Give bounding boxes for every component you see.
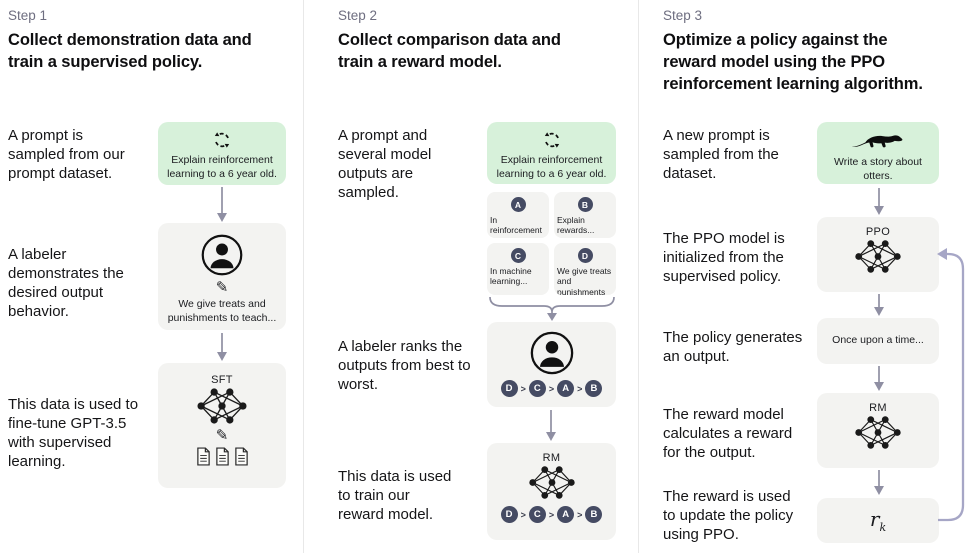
output-cards: A In reinforcement learning, the agent i…: [487, 192, 616, 295]
step1-label: Step 1: [8, 8, 48, 23]
step3-rm-box: RM: [817, 393, 939, 468]
step1-prompt-box: Explain reinforcement learning to a 6 ye…: [158, 122, 286, 185]
arrow-down: [217, 187, 227, 222]
output-text: Explain rewards...: [557, 215, 595, 236]
document-icon: [234, 447, 248, 466]
prompt-text: Explain reinforcement learning to a 6 ye…: [496, 154, 607, 180]
cycle-icon: [544, 132, 559, 148]
reward-value: rk: [870, 507, 886, 534]
otter-icon: [851, 135, 903, 148]
document-icon: [215, 447, 229, 466]
letter-badge: D: [577, 248, 593, 263]
cycle-icon: [214, 132, 230, 148]
rm-label: RM: [869, 402, 887, 414]
arrow-down: [217, 333, 227, 361]
rank-letter: C: [528, 380, 546, 397]
rm-label: RM: [542, 452, 561, 464]
ppo-label: PPO: [865, 226, 891, 238]
arrow-down: [874, 188, 884, 215]
rank-letter: B: [585, 380, 603, 397]
step3-label: Step 3: [663, 8, 703, 23]
arrow-down: [874, 294, 884, 316]
network-icon: [855, 416, 901, 449]
output-card-b: B Explain rewards...: [554, 192, 616, 238]
sft-label: SFT: [211, 374, 233, 386]
column-divider: [303, 0, 304, 553]
letter-badge: C: [510, 248, 526, 263]
step2-title: Collect comparison data and train a rewa…: [338, 31, 561, 71]
step2-caption-prompt: A prompt and several model outputs are s…: [338, 127, 432, 202]
network-icon: [197, 388, 247, 424]
rank-letter: D: [500, 506, 518, 523]
output-card-d: D We give treats and punishments to teac…: [554, 243, 616, 295]
step2-caption-rank: A labeler ranks the outputs from best to…: [338, 338, 471, 394]
pencil-icon: ✎: [215, 427, 229, 444]
step3-caption-output: The policy generates an output.: [663, 329, 803, 366]
prompt-text: Explain reinforcement learning to a 6 ye…: [167, 154, 277, 180]
prompt-text: Write a story about otters.: [834, 156, 922, 182]
step1-title: Collect demonstration data and train a s…: [8, 31, 252, 71]
network-icon: [855, 240, 901, 273]
step3-caption-reward: The reward model calculates a reward for…: [663, 406, 793, 462]
ranking: D > C > A > B: [500, 506, 603, 523]
output-text: We give treats and punishments to teach.…: [557, 266, 612, 295]
letter-badge: A: [510, 197, 526, 212]
step3-caption-init: The PPO model is initialized from the su…: [663, 230, 785, 286]
person-icon: [201, 234, 243, 276]
arrow-down: [874, 470, 884, 495]
step3-caption-prompt: A new prompt is sampled from the dataset…: [663, 127, 779, 183]
pencil-icon: ✎: [215, 279, 229, 296]
step3-prompt-box: Write a story about otters.: [817, 122, 939, 184]
step1-sft-box: SFT ✎: [158, 363, 286, 488]
rank-letter: C: [528, 506, 546, 523]
rank-letter: D: [500, 380, 518, 397]
output-text: Once upon a time...: [832, 334, 924, 347]
network-icon: [528, 466, 575, 499]
step2-ranking-box: D > C > A > B: [487, 322, 616, 407]
output-card-c: C In machine learning...: [487, 243, 549, 295]
step2-caption-data: This data is used to train our reward mo…: [338, 468, 452, 524]
arrow-down: [874, 366, 884, 391]
document-icon: [196, 447, 210, 466]
step3-ppo-box: PPO: [817, 217, 939, 292]
step1-caption-labeler: A labeler demonstrates the desired outpu…: [8, 246, 124, 321]
documents-row: [196, 447, 249, 466]
step2-prompt-box: Explain reinforcement learning to a 6 ye…: [487, 122, 616, 184]
rank-letter: B: [585, 506, 603, 523]
output-card-a: A In reinforcement learning, the agent i…: [487, 192, 549, 238]
step3-caption-update: The reward is used to update the policy …: [663, 488, 794, 544]
column-divider: [638, 0, 639, 553]
reward-symbol: r: [869, 507, 880, 531]
letter-badge: B: [577, 197, 593, 212]
step2-label: Step 2: [338, 8, 378, 23]
output-text: In machine learning...: [490, 266, 532, 287]
step1-caption-prompt: A prompt is sampled from our prompt data…: [8, 127, 125, 183]
ranking: D > C > A > B: [500, 380, 603, 397]
step1-caption-data: This data is used to fine-tune GPT-3.5 w…: [8, 396, 139, 471]
step3-output-box: Once upon a time...: [817, 318, 939, 364]
rank-letter: A: [557, 506, 575, 523]
step2-rm-box: RM D > C > A > B: [487, 443, 616, 540]
arrow-down: [546, 410, 556, 441]
step3-reward-box: rk: [817, 498, 939, 543]
brace-merge-arrow: [489, 296, 615, 321]
reward-subscript: k: [879, 521, 887, 534]
step1-labeler-box: ✎ We give treats and punishments to teac…: [158, 223, 286, 330]
rank-letter: A: [557, 380, 575, 397]
labeler-text: We give treats and punishments to teach.…: [167, 298, 277, 324]
step3-title: Optimize a policy against the reward mod…: [663, 31, 923, 93]
output-text: In reinforcement learning, the agent is.…: [490, 215, 542, 238]
feedback-loop-arrow: [937, 248, 965, 522]
person-icon: [530, 331, 573, 375]
